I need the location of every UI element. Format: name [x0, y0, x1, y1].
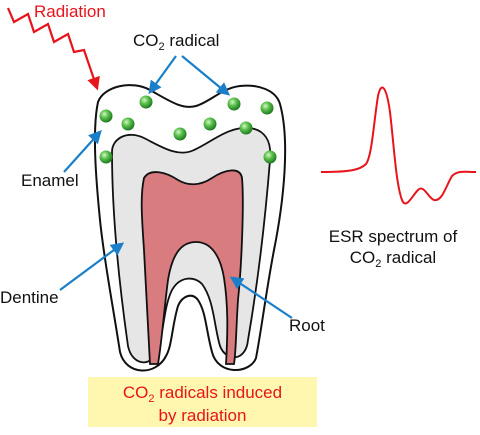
caption: CO2 radicals induced by radiation [88, 383, 317, 427]
radiation-arrow [6, 7, 100, 91]
esr-line-1: ESR spectrum of [328, 227, 458, 246]
caption-line-1: CO2 radicals induced [88, 383, 317, 406]
esr-line-2: CO2 radical [318, 247, 468, 272]
co2-arrow-left [148, 55, 177, 95]
esr-spectrum-label: ESR spectrum of CO2 radical [318, 226, 468, 272]
esr-co2-subscript: 2 [375, 258, 382, 271]
caption-co2-prefix: CO [122, 383, 149, 402]
radical-ball [139, 95, 153, 109]
enamel-label: Enamel [21, 171, 79, 190]
co2-radicals [99, 95, 277, 164]
dentine-region [111, 127, 272, 364]
dentine-arrow [59, 242, 125, 291]
radical-ball [239, 121, 253, 135]
caption-line-2: by radiation [158, 406, 247, 426]
dentine-label: Dentine [0, 288, 59, 307]
radiation-label: Radiation [34, 2, 106, 21]
radical-ball [99, 109, 113, 123]
co2-arrow-right [181, 55, 231, 96]
radical-ball [121, 117, 135, 131]
radical-ball [99, 150, 113, 164]
root-label: Root [289, 316, 325, 335]
enamel-arrow [63, 130, 102, 173]
radical-ball [263, 150, 277, 164]
pulp-region [140, 169, 244, 365]
caption-co2-suffix: radicals induced [154, 383, 283, 402]
radical-ball [227, 97, 241, 111]
co2-suffix: radical [164, 31, 220, 50]
radical-ball [203, 117, 217, 131]
pointer-arrows [59, 55, 293, 319]
radical-ball [260, 101, 274, 115]
root-arrow [229, 276, 293, 319]
esr-co2-suffix: radical [381, 248, 437, 268]
caption-co2-subscript: 2 [148, 393, 155, 405]
esr-co2-prefix: CO [349, 248, 376, 268]
radical-ball [173, 127, 187, 141]
co2-radical-label: CO2 radical [133, 32, 219, 53]
co2-prefix: CO [133, 31, 159, 50]
caption-box [88, 377, 317, 427]
esr-spectrum [320, 86, 477, 205]
co2-subscript: 2 [158, 41, 165, 53]
